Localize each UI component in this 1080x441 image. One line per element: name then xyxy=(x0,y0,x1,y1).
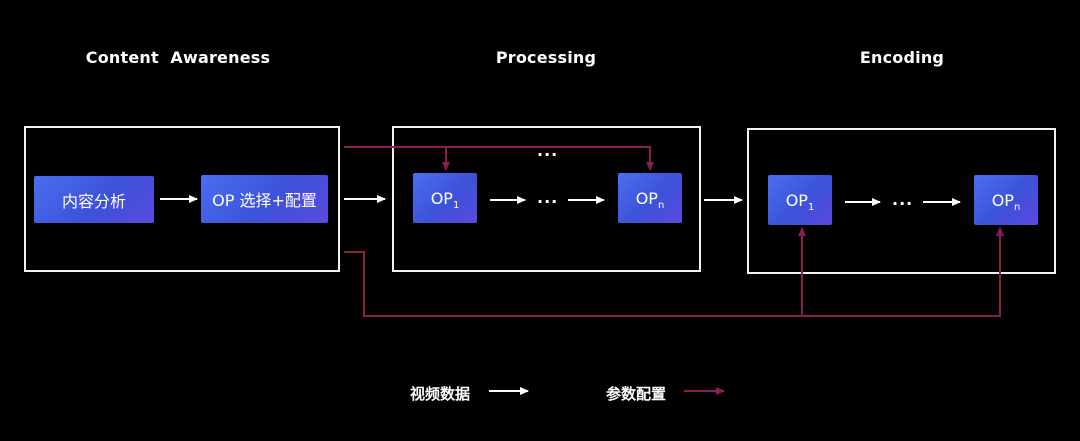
content-awareness-frame xyxy=(24,126,340,272)
processing-ellipsis-top: ... xyxy=(537,141,559,160)
encoding-frame xyxy=(747,128,1056,274)
encoding-op1-node: OP1 xyxy=(768,175,832,225)
processing-frame xyxy=(392,126,701,272)
encoding-op1-label: OP1 xyxy=(785,190,815,213)
processing-ellipsis-middle: ... xyxy=(537,188,559,207)
encoding-opn-label: OPn xyxy=(991,190,1021,213)
legend-video-data-label: 视频数据 xyxy=(410,385,471,403)
processing-opn-label: OPn xyxy=(635,188,665,211)
encoding-opn-node: OPn xyxy=(974,175,1038,225)
content-analysis-label: 内容分析 xyxy=(61,191,126,211)
stage-title-processing: Processing xyxy=(495,48,597,67)
param-line-to-encoding xyxy=(344,227,1004,317)
stage-title-content-awareness: Content Awareness xyxy=(85,48,271,67)
content-analysis-node: 内容分析 xyxy=(34,176,154,223)
processing-op1-label: OP1 xyxy=(430,188,460,211)
legend-param-config-label: 参数配置 xyxy=(606,385,667,403)
param-line-to-processing xyxy=(344,146,654,171)
stage-title-encoding: Encoding xyxy=(859,48,945,67)
op-select-config-label: OP 选择+配置 xyxy=(212,191,317,210)
processing-op1-node: OP1 xyxy=(413,173,477,223)
op-select-config-node: OP 选择+配置 xyxy=(201,175,328,223)
processing-opn-node: OPn xyxy=(618,173,682,223)
encoding-ellipsis: ... xyxy=(892,190,914,209)
